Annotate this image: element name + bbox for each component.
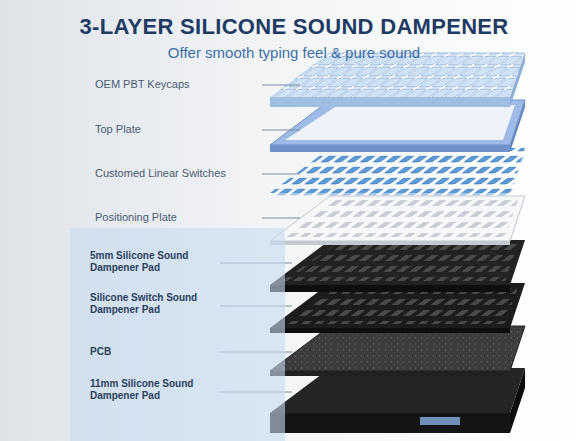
part-label: OEM PBT Keycaps	[95, 78, 190, 90]
part-label: 5mm Silicone Sound Dampener Pad	[90, 250, 215, 274]
bottom-pad-layer	[270, 368, 525, 433]
caption: Offer smooth typing feel & pure sound	[0, 44, 588, 61]
part-label: Positioning Plate	[95, 211, 177, 223]
pcb-layer	[270, 326, 525, 376]
part-label: Customed Linear Switches	[95, 167, 226, 179]
part-label: PCB	[90, 346, 215, 358]
highlight-panel: 5mm Silicone Sound Dampener PadSilicone …	[70, 228, 285, 441]
part-label: 11mm Silicone Sound Dampener Pad	[90, 378, 215, 402]
positioning-plate-layer	[270, 196, 525, 245]
top-plate-layer	[270, 100, 525, 152]
5mm-pad-layer	[270, 240, 525, 292]
switch-pad-layer	[270, 283, 525, 333]
part-label: Silicone Switch Sound Dampener Pad	[90, 292, 215, 316]
part-label: Top Plate	[95, 123, 141, 135]
switches-layer	[270, 148, 525, 197]
title: 3-LAYER SILICONE SOUND DAMPENER	[0, 14, 588, 40]
